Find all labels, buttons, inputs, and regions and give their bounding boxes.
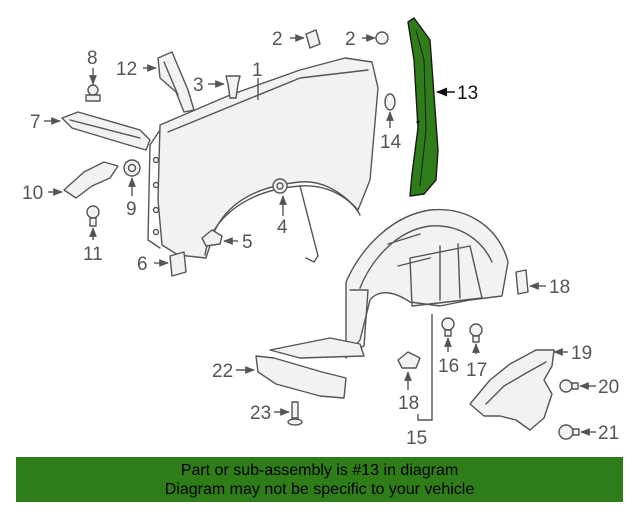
clip-part-18-upper bbox=[515, 269, 529, 295]
clip-part-2-left bbox=[305, 29, 321, 49]
callout-12: 12 bbox=[116, 59, 137, 80]
bracket-part-10 bbox=[63, 161, 119, 199]
callout-16: 16 bbox=[438, 356, 459, 377]
parts-diagram: 1 2 2 3 4 5 6 7 8 9 10 11 12 13 14 15 16… bbox=[22, 17, 619, 449]
bracket-part-12 bbox=[157, 51, 195, 113]
callout-19: 19 bbox=[571, 343, 592, 364]
shield-part-22 bbox=[255, 337, 365, 399]
leader-lines bbox=[44, 34, 596, 436]
callout-8: 8 bbox=[87, 48, 98, 69]
fastener-part-21 bbox=[558, 424, 580, 440]
callout-9: 9 bbox=[126, 199, 137, 220]
callout-21: 21 bbox=[598, 423, 619, 444]
callout-18-lower: 18 bbox=[398, 393, 419, 414]
callout-1: 1 bbox=[252, 60, 263, 81]
bolt-part-8 bbox=[85, 84, 101, 102]
callout-23: 23 bbox=[250, 403, 271, 424]
bolt-part-11 bbox=[86, 205, 100, 227]
callout-5: 5 bbox=[242, 232, 253, 253]
callout-17: 17 bbox=[466, 360, 487, 381]
clip-part-2-right bbox=[375, 31, 389, 45]
callout-2-left: 2 bbox=[272, 29, 283, 50]
callout-6: 6 bbox=[137, 254, 148, 275]
clip-part-5 bbox=[201, 229, 223, 247]
bolt-part-23 bbox=[287, 401, 303, 426]
callout-14: 14 bbox=[380, 132, 402, 153]
banner-line-1: Part or sub-assembly is #13 in diagram bbox=[180, 462, 459, 479]
banner-line-2: Diagram may not be specific to your vehi… bbox=[164, 481, 475, 498]
callout-3: 3 bbox=[193, 75, 204, 96]
nut-part-9 bbox=[123, 159, 141, 177]
splash-shield-part-19 bbox=[469, 349, 555, 431]
brace-part-7 bbox=[61, 111, 151, 151]
wheelhouse-liner-part-15 bbox=[345, 208, 509, 359]
fastener-part-20 bbox=[559, 379, 579, 393]
seal-part-6 bbox=[169, 251, 187, 277]
pin-part-17 bbox=[469, 323, 483, 343]
clip-part-18-lower bbox=[397, 351, 421, 369]
pin-part-16 bbox=[441, 317, 455, 337]
callout-18-upper: 18 bbox=[549, 277, 570, 298]
callout-20: 20 bbox=[598, 377, 619, 398]
pin-part-3 bbox=[225, 75, 241, 99]
callout-7: 7 bbox=[30, 112, 41, 133]
notice-banner: Part or sub-assembly is #13 in diagram D… bbox=[16, 457, 623, 502]
grommet-part-14 bbox=[384, 93, 396, 111]
callout-13: 13 bbox=[457, 83, 478, 104]
callout-4: 4 bbox=[277, 217, 288, 238]
callout-2-right: 2 bbox=[345, 29, 356, 50]
callout-labels: 1 2 2 3 4 5 6 7 8 9 10 11 12 13 14 15 16… bbox=[22, 29, 619, 449]
callout-22: 22 bbox=[212, 361, 233, 382]
highlighted-part-13 bbox=[407, 17, 439, 197]
callout-10: 10 bbox=[22, 183, 43, 204]
callout-11: 11 bbox=[83, 244, 103, 265]
callout-15: 15 bbox=[406, 428, 427, 449]
fender-part-1 bbox=[147, 57, 379, 263]
nut-part-4 bbox=[272, 178, 288, 194]
